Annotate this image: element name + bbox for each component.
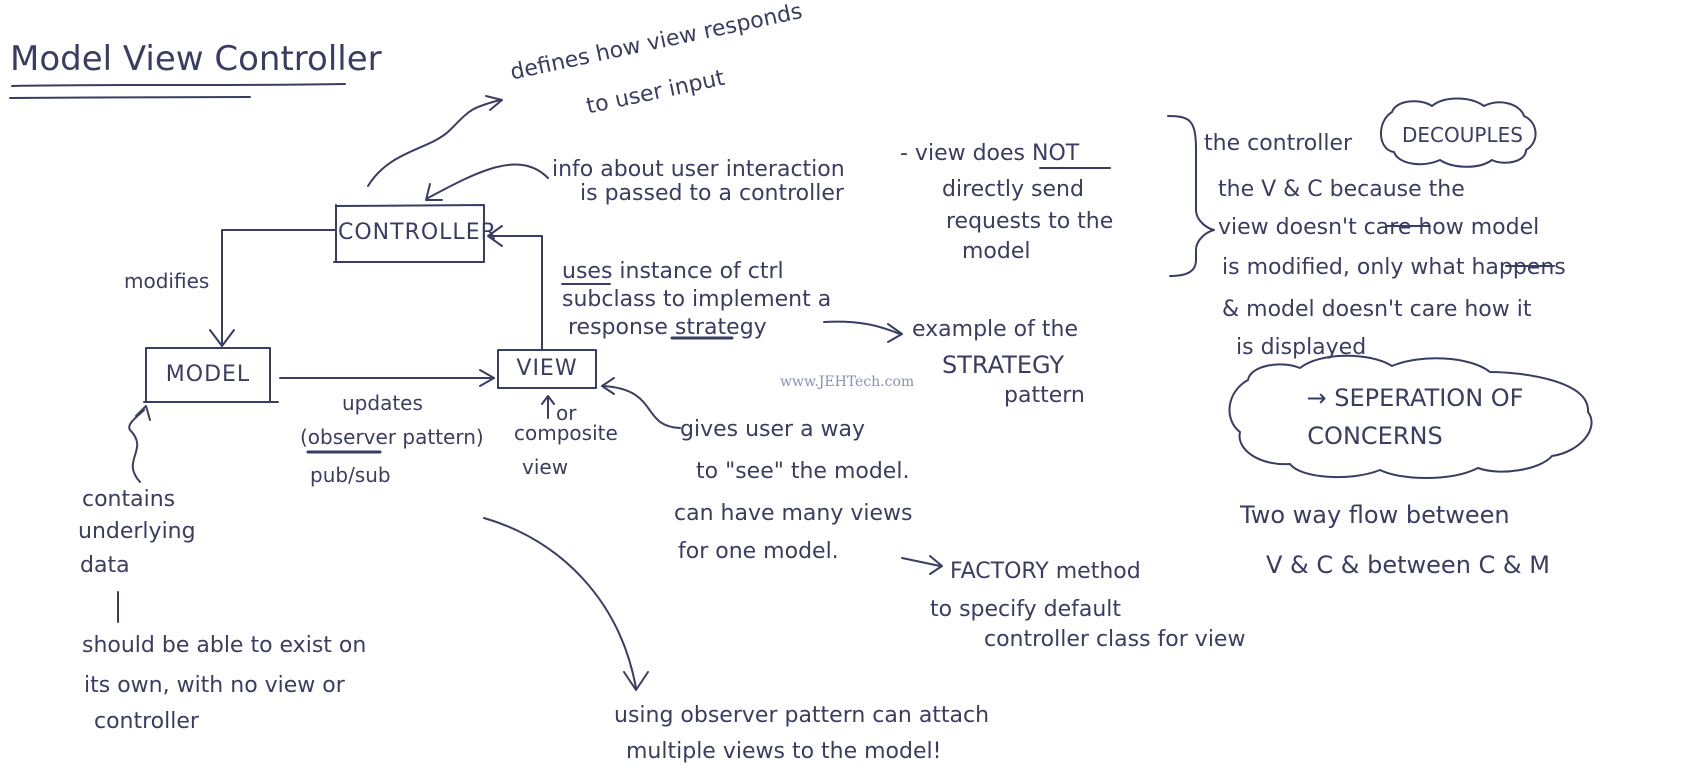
model-box-label: MODEL (165, 362, 251, 387)
factory-note-2: to specify default (930, 597, 1122, 622)
strategy-note-3: pattern (1004, 383, 1085, 408)
decouples-cloud (1380, 97, 1537, 168)
defines-arrow (367, 99, 501, 187)
view-not-note-2: directly send (942, 177, 1084, 202)
updates-label: updates (342, 391, 423, 415)
info-arrow (427, 163, 549, 199)
gives-arrow (603, 385, 681, 429)
strategy-note-1: example of the (912, 317, 1078, 342)
observer-arc (483, 517, 637, 689)
info-note-1: info about user interaction (552, 157, 845, 182)
contains-note-2: underlying (78, 519, 196, 544)
factory-note-3: controller class for view (984, 627, 1246, 652)
decouples-word: DECOUPLES (1402, 123, 1523, 147)
exist-note-1: should be able to exist on (82, 633, 367, 658)
strategy-note-2: STRATEGY (942, 351, 1065, 379)
separation-text-1: → SEPERATION OF (1306, 384, 1524, 412)
uses-note-3: response strategy (568, 315, 767, 340)
exist-note-2: its own, with no view or (84, 673, 345, 698)
gives-note-3: can have many views (674, 501, 913, 526)
factory-note-1: FACTORY method (950, 559, 1141, 584)
observer-note-2: multiple views to the model! (626, 739, 942, 764)
arrow-view-to-controller (489, 235, 543, 351)
twoway-note-1: Two way flow between (1240, 501, 1510, 529)
exist-note-3: controller (94, 709, 199, 734)
view-box (497, 349, 597, 389)
brace (1167, 115, 1215, 277)
observer-label: (observer pattern) (300, 425, 484, 449)
pubsub-label: pub/sub (310, 463, 391, 487)
contains-note-1: contains (82, 487, 176, 512)
twoway-note-2: V & C & between C & M (1266, 551, 1550, 579)
controller-box (333, 204, 485, 263)
decouples-note-1: the controller (1204, 131, 1353, 156)
separation-cloud (1228, 354, 1593, 479)
or-label: or (556, 401, 577, 425)
contains-arrow (128, 409, 145, 483)
page-title: Model View Controller (10, 39, 382, 79)
decouples-note-2: the V & C because the (1218, 177, 1465, 202)
strategy-arrow (823, 320, 901, 335)
model-box (143, 347, 279, 403)
view-not-note-1: - view does NOT (900, 141, 1080, 166)
modifies-label: modifies (124, 269, 210, 293)
factory-arrow (901, 557, 941, 567)
decouples-note-6: is displayed (1236, 335, 1367, 360)
title-underline (11, 83, 346, 87)
composite-label: composite (514, 421, 618, 445)
composite-view-label: view (522, 455, 569, 479)
gives-note-2: to "see" the model. (696, 459, 910, 484)
view-not-note-3: requests to the (946, 209, 1114, 234)
gives-note-4: for one model. (678, 539, 839, 564)
watermark: www.JEHTech.com (780, 374, 915, 390)
arrow-controller-to-model (221, 229, 337, 345)
uses-note-1: uses instance of ctrl (562, 259, 784, 284)
separation-text-2: CONCERNS (1307, 422, 1443, 450)
view-not-note-4: model (962, 239, 1031, 264)
view-box-label: VIEW (516, 356, 578, 381)
decouples-note-4: is modified, only what happens (1222, 255, 1566, 280)
observer-note-1: using observer pattern can attach (614, 703, 990, 728)
gives-note-1: gives user a way (680, 417, 866, 442)
contains-note-3: data (80, 553, 130, 578)
decouples-note-3: view doesn't care how model (1218, 215, 1540, 240)
info-note-2: is passed to a controller (580, 181, 844, 206)
uses-note-2: subclass to implement a (562, 287, 832, 312)
controller-box-label: CONTROLLER (338, 220, 497, 245)
title-underline-2 (9, 96, 251, 99)
decouples-note-5: & model doesn't care how it (1222, 297, 1532, 322)
